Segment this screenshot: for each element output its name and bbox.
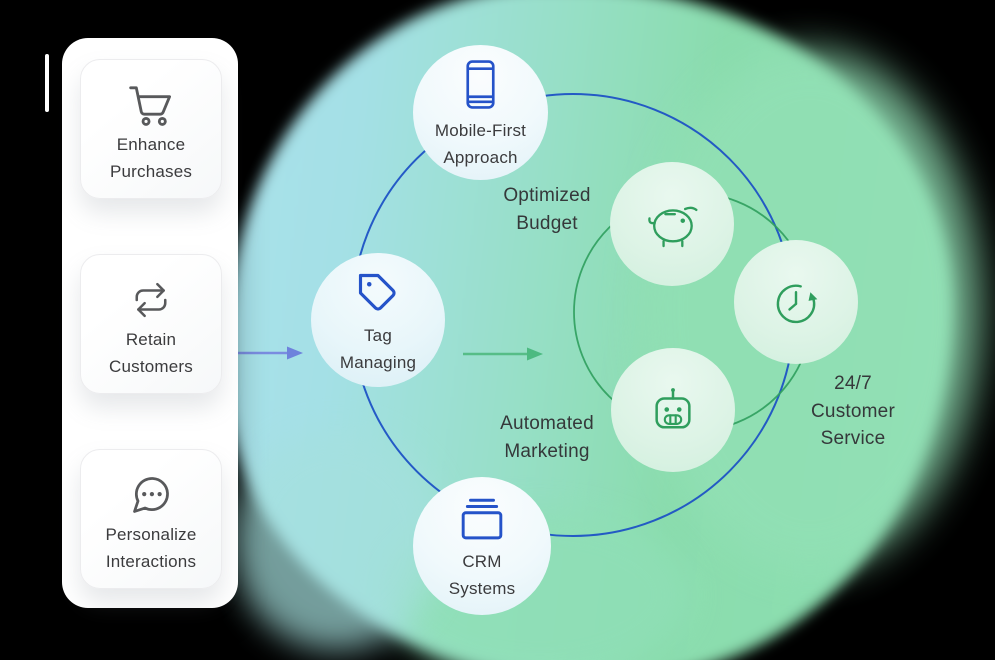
robot-icon — [646, 385, 700, 435]
card-retain-customers: Retain Customers — [80, 254, 222, 394]
node-label-line: Systems — [448, 578, 516, 598]
card-label-line: Purchases — [109, 161, 193, 181]
card-label-line: Interactions — [105, 551, 197, 571]
label-optimized-budget: Optimized Budget — [462, 182, 632, 237]
piggy-bank-icon — [642, 197, 702, 251]
label-line: Budget — [516, 212, 578, 234]
clock-history-icon — [770, 276, 822, 328]
node-tag-managing: Tag Managing — [311, 253, 445, 387]
label-automated-marketing: Automated Marketing — [462, 410, 632, 465]
node-mobile-first: Mobile-First Approach — [413, 45, 548, 180]
flow-arrow-left — [233, 346, 303, 360]
node-label-line: CRM — [462, 552, 502, 571]
tag-icon — [357, 270, 399, 316]
stack-icon — [459, 493, 505, 543]
flow-arrow-right — [463, 347, 543, 361]
label-line: Service — [820, 428, 886, 449]
label-line: 24/7 — [834, 373, 872, 394]
node-label-line: Managing — [339, 352, 417, 372]
label-customer-service: 24/7 Customer Service — [768, 370, 938, 453]
node-label: Tag Managing — [340, 323, 416, 376]
chat-bubble-icon — [129, 468, 173, 522]
card-label: Personalize Interactions — [105, 522, 196, 575]
card-label-line: Customers — [109, 356, 193, 376]
node-label: CRM Systems — [449, 549, 516, 602]
edge-tick-line — [45, 54, 49, 112]
node-label-line: Tag — [363, 326, 392, 345]
node-label-line: Mobile-First — [434, 121, 527, 140]
label-line: Customer — [811, 400, 895, 422]
label-line: Optimized — [503, 185, 591, 206]
card-enhance-purchases: Enhance Purchases — [80, 59, 222, 199]
card-label-line: Enhance — [116, 135, 186, 154]
node-label-line: Approach — [443, 147, 518, 167]
label-line: Marketing — [504, 440, 590, 462]
node-label: Mobile-First Approach — [435, 118, 526, 171]
card-label-line: Retain — [125, 330, 177, 349]
card-label-line: Personalize — [105, 525, 197, 544]
shopping-cart-icon — [128, 78, 174, 132]
background-blob-left — [232, 430, 442, 650]
node-automated-marketing — [611, 348, 735, 472]
node-optimized-budget — [610, 162, 734, 286]
card-label: Retain Customers — [109, 327, 193, 380]
label-line: Automated — [500, 413, 594, 434]
repeat-icon — [130, 273, 172, 327]
node-crm-systems: CRM Systems — [413, 477, 551, 615]
card-personalize-interactions: Personalize Interactions — [80, 449, 222, 589]
smartphone-icon — [466, 58, 495, 110]
card-label: Enhance Purchases — [110, 132, 192, 185]
node-customer-service — [734, 240, 858, 364]
